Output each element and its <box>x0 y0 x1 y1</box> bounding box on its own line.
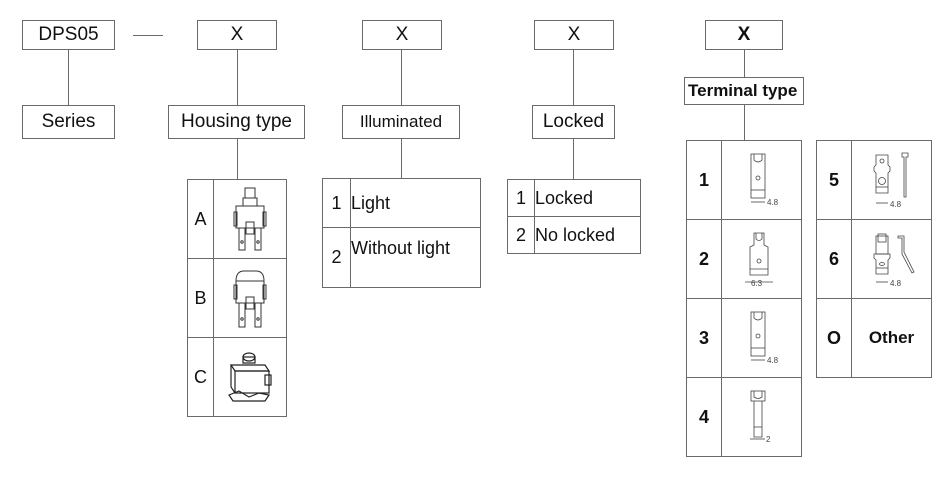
terminal-dimension: 4.8 <box>890 200 902 209</box>
housing-placeholder-box: X <box>197 20 277 50</box>
locked-option-row: 2 No locked <box>507 216 641 254</box>
terminal-option-row: O Other <box>816 298 932 378</box>
series-label: Series <box>41 111 96 132</box>
housing-option-row: B <box>187 258 287 338</box>
illuminated-label: Illuminated <box>359 112 443 131</box>
terminal-option-code: 3 <box>686 298 722 378</box>
terminal-placeholder: X <box>737 24 751 45</box>
housing-option-row: A <box>187 179 287 259</box>
locked-option-label: No locked <box>534 216 641 254</box>
connector <box>744 105 745 140</box>
terminal-2-icon: 6.3 <box>721 219 802 299</box>
terminal-option-code: 6 <box>816 219 852 299</box>
terminal-option-code: O <box>816 298 852 378</box>
terminal-option-row: 3 4.8 <box>686 298 802 378</box>
terminal-4-icon: 2 <box>721 377 802 457</box>
terminal-type-label: Terminal type <box>688 81 798 100</box>
locked-option-code: 2 <box>507 216 535 254</box>
illuminated-option-code: 2 <box>322 227 351 288</box>
switch-housing-a-icon <box>213 179 287 259</box>
connector <box>401 50 402 105</box>
locked-placeholder: X <box>567 24 581 45</box>
terminal-option-row: 6 4.8 <box>816 219 932 299</box>
terminal-options-right-table: 5 4.8 6 4.8 O Other <box>816 140 932 378</box>
locked-label-box: Locked <box>532 105 615 139</box>
illuminated-option-row: 2 Without light <box>322 227 481 288</box>
terminal-dimension: 4.8 <box>767 356 779 365</box>
terminal-option-code: 2 <box>686 219 722 299</box>
locked-option-row: 1 Locked <box>507 179 641 217</box>
series-label-box: Series <box>22 105 115 139</box>
terminal-dimension: 2 <box>766 435 771 444</box>
housing-placeholder: X <box>230 24 244 45</box>
connector <box>237 50 238 105</box>
terminal-3-icon: 4.8 <box>721 298 802 378</box>
terminal-option-label: Other <box>851 298 932 378</box>
illuminated-label-box: Illuminated <box>342 105 460 139</box>
switch-housing-c-icon <box>213 337 287 417</box>
terminal-1-icon: 4.8 <box>721 140 802 220</box>
terminal-dimension: 6.3 <box>751 279 763 288</box>
illuminated-option-label: Without light <box>350 227 481 288</box>
housing-option-code: C <box>187 337 214 417</box>
terminal-dimension: 4.8 <box>890 279 902 288</box>
code-separator-dash <box>133 35 163 36</box>
housing-option-code: A <box>187 179 214 259</box>
terminal-option-code: 1 <box>686 140 722 220</box>
terminal-option-code: 5 <box>816 140 852 220</box>
series-code: DPS05 <box>38 24 99 45</box>
illuminated-placeholder: X <box>395 24 409 45</box>
housing-options-table: A B C <box>187 179 287 417</box>
terminal-option-row: 4 2 <box>686 377 802 457</box>
illuminated-option-row: 1 Light <box>322 178 481 228</box>
locked-option-code: 1 <box>507 179 535 217</box>
connector <box>237 139 238 179</box>
illuminated-option-code: 1 <box>322 178 351 228</box>
terminal-option-row: 1 4.8 <box>686 140 802 220</box>
connector <box>573 50 574 105</box>
housing-option-code: B <box>187 258 214 338</box>
illuminated-options-table: 1 Light 2 Without light <box>322 178 481 288</box>
illuminated-placeholder-box: X <box>362 20 442 50</box>
connector <box>573 139 574 179</box>
locked-options-table: 1 Locked 2 No locked <box>507 179 641 254</box>
housing-type-label: Housing type <box>181 111 292 132</box>
switch-housing-b-icon <box>213 258 287 338</box>
terminal-option-row: 5 4.8 <box>816 140 932 220</box>
housing-option-row: C <box>187 337 287 417</box>
terminal-option-code: 4 <box>686 377 722 457</box>
terminal-placeholder-box: X <box>705 20 783 50</box>
illuminated-option-label: Light <box>350 178 481 228</box>
locked-option-label: Locked <box>534 179 641 217</box>
terminal-type-label-box: Terminal type <box>684 77 804 105</box>
connector <box>68 50 69 105</box>
terminal-options-left-table: 1 4.8 2 6.3 3 4.8 4 <box>686 140 802 457</box>
housing-type-label-box: Housing type <box>168 105 305 139</box>
locked-label: Locked <box>542 111 605 132</box>
terminal-dimension: 4.8 <box>767 198 779 207</box>
terminal-5-icon: 4.8 <box>851 140 932 220</box>
terminal-6-icon: 4.8 <box>851 219 932 299</box>
terminal-option-row: 2 6.3 <box>686 219 802 299</box>
connector <box>744 50 745 77</box>
connector <box>401 139 402 179</box>
locked-placeholder-box: X <box>534 20 614 50</box>
series-code-box: DPS05 <box>22 20 115 50</box>
